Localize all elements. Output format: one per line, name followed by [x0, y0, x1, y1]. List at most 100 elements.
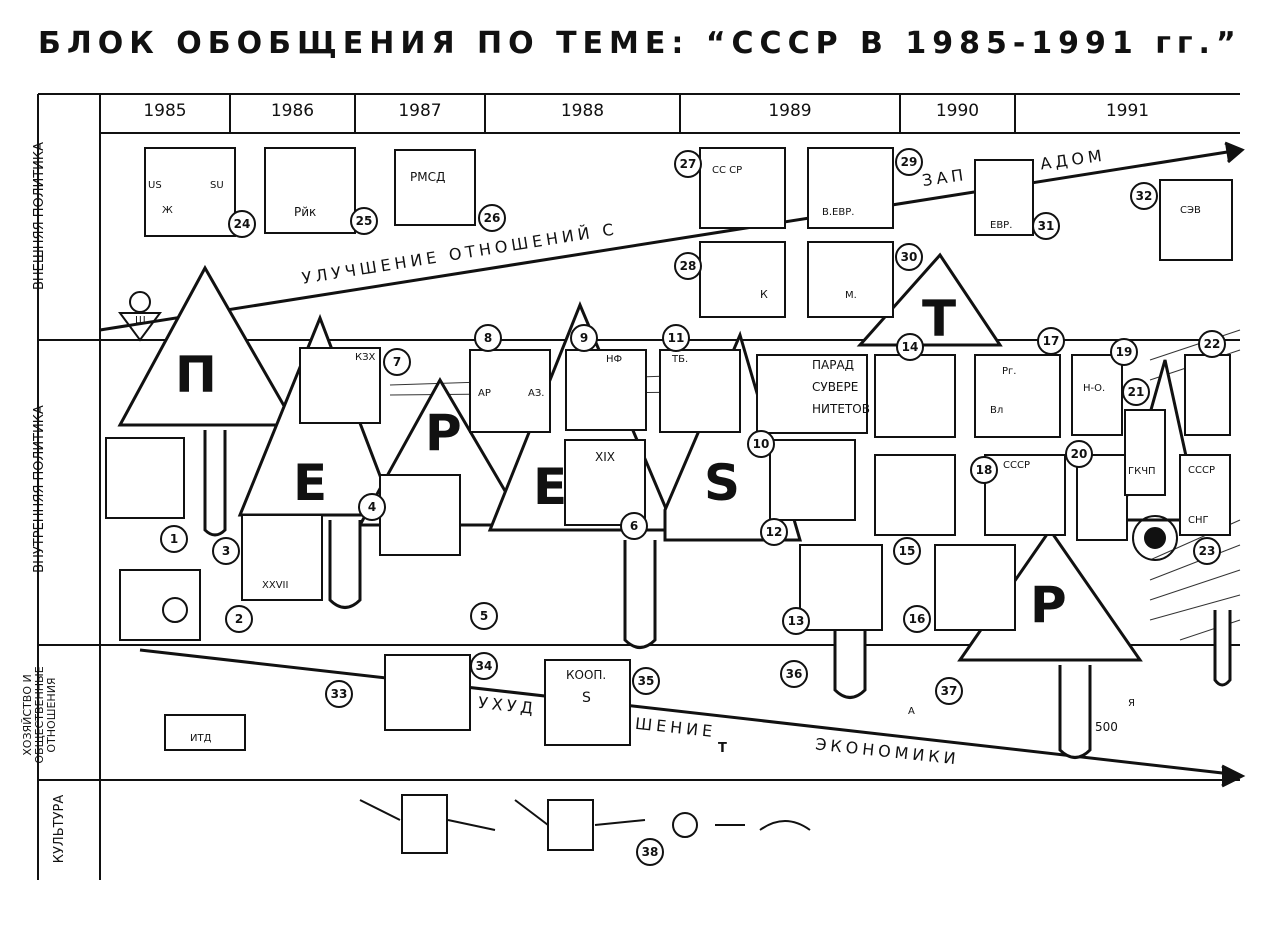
badge-38: 38	[636, 838, 664, 866]
year-1989: 1989	[768, 101, 812, 121]
label-s: S	[582, 690, 591, 706]
year-1991: 1991	[1105, 101, 1150, 121]
badge-36: 36	[780, 660, 808, 688]
badge-19: 19	[1110, 338, 1138, 366]
label-a: А	[908, 706, 915, 717]
card-20	[1076, 454, 1128, 541]
person-icon	[129, 291, 151, 313]
badge-30: 30	[895, 243, 923, 271]
card-24	[144, 147, 236, 237]
card-23	[1179, 454, 1231, 536]
card-6	[564, 439, 646, 526]
badge-16: 16	[903, 605, 931, 633]
letter-s: S	[704, 454, 741, 512]
card-22	[1184, 354, 1231, 436]
label-zh: Ж	[162, 205, 173, 216]
label-rik: Рйк	[294, 205, 317, 219]
label-k: К	[760, 288, 768, 301]
badge-6: 6	[620, 512, 648, 540]
badge-18: 18	[970, 456, 998, 484]
badge-26: 26	[478, 204, 506, 232]
label-sssr-23: СССР	[1188, 465, 1215, 476]
label-nitetov: НИТЕТОВ	[812, 402, 870, 416]
card-30	[807, 241, 894, 318]
label-500: 500	[1095, 720, 1118, 734]
card-32	[1159, 179, 1233, 261]
badge-14: 14	[896, 333, 924, 361]
year-1987: 1987	[398, 101, 442, 121]
card-11	[659, 349, 741, 433]
card-14	[874, 354, 956, 438]
card-21	[1124, 409, 1166, 496]
letter-p: П	[175, 346, 217, 404]
letter-e1: Е	[293, 454, 328, 512]
label-tb: ТБ.	[672, 354, 689, 365]
label-nf: НФ	[606, 354, 623, 365]
card-12	[769, 439, 856, 521]
card-26	[394, 149, 476, 226]
card-13	[799, 544, 883, 631]
chain-icon	[359, 799, 646, 831]
worsening-arrow	[139, 648, 1246, 788]
label-xxvii: XXVII	[262, 580, 289, 591]
triangle-t	[856, 252, 1003, 347]
card-3	[241, 514, 323, 601]
label-us-24: US	[148, 180, 162, 191]
year-1985: 1985	[143, 101, 187, 121]
badge-1: 1	[160, 525, 188, 553]
triangle-p	[117, 264, 298, 427]
badge-4: 4	[358, 493, 386, 521]
badge-12: 12	[760, 518, 788, 546]
card-1	[105, 437, 185, 519]
label-ya: Я	[1128, 698, 1135, 709]
label-vl: Вл	[990, 405, 1004, 416]
card-18	[984, 454, 1066, 536]
label-rmsd: РМСД	[410, 170, 446, 184]
letter-e2: Е	[533, 458, 568, 516]
eye-icon	[672, 812, 698, 838]
card-16	[934, 544, 1016, 631]
label-parad: ПАРАД	[812, 358, 855, 372]
card-8	[469, 349, 551, 433]
card-25	[264, 147, 356, 234]
label-su-24: SU	[210, 180, 224, 191]
card-34	[384, 654, 471, 731]
row-label-foreign: ВНЕШНЯЯ ПОЛИТИКА	[32, 141, 47, 291]
label-m: М.	[845, 290, 857, 301]
label-ar: АР	[478, 388, 491, 399]
badge-10: 10	[747, 430, 775, 458]
badge-25: 25	[350, 207, 378, 235]
card-27	[699, 147, 786, 229]
letter-r2: Р	[1030, 576, 1067, 634]
year-1988: 1988	[560, 101, 605, 121]
label-kzh: КЗХ	[355, 352, 376, 363]
label-xix: XIX	[595, 450, 615, 464]
triangle-handles	[203, 430, 1232, 759]
letter-r1: Р	[425, 404, 462, 462]
card-29	[807, 147, 894, 229]
label-sssr-27: СС СР	[712, 165, 743, 176]
label-sev: СЭВ	[1180, 205, 1201, 216]
badge-8: 8	[474, 324, 502, 352]
badge-27: 27	[674, 150, 702, 178]
card-31	[974, 159, 1034, 236]
badge-2: 2	[225, 605, 253, 633]
label-az: АЗ.	[528, 388, 545, 399]
card-28	[699, 241, 786, 318]
decorative-icons	[118, 291, 1178, 838]
cards	[105, 147, 1233, 854]
card-33	[164, 714, 246, 751]
badge-23: 23	[1193, 537, 1221, 565]
card-2	[119, 569, 201, 641]
label-t: Т	[718, 741, 727, 756]
label-evr: ЕВР.	[990, 220, 1013, 231]
badge-3: 3	[212, 537, 240, 565]
label-rg: Рг.	[1002, 366, 1017, 377]
badge-13: 13	[782, 607, 810, 635]
label-sng: СНГ	[1188, 515, 1209, 526]
label-itd: ИТД	[190, 733, 212, 744]
row-label-domestic: ВНУТРЕННЯЯ ПОЛИТИКА	[32, 405, 47, 573]
badge-35: 35	[632, 667, 660, 695]
